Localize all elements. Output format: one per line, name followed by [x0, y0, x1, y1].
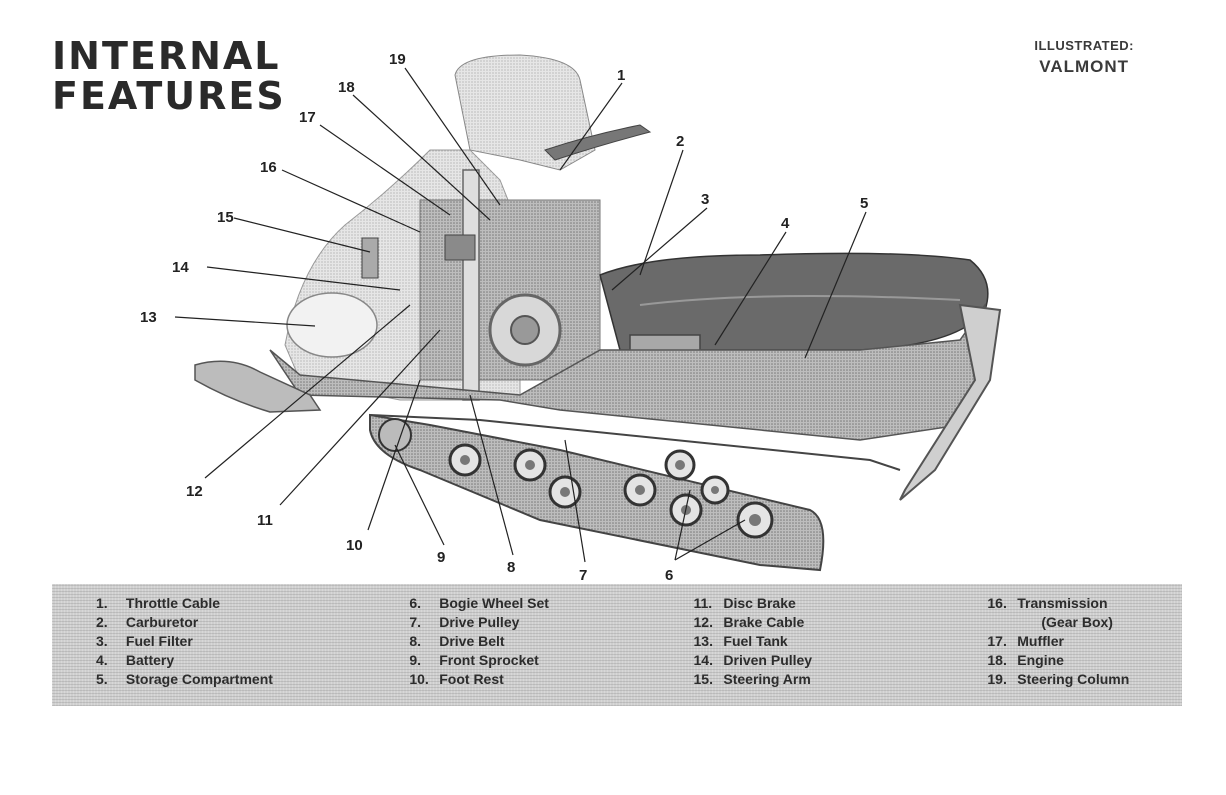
track [369, 413, 825, 572]
callout-5: 5 [860, 195, 868, 212]
legend-item: 2. Carburetor [96, 614, 199, 630]
callout-2: 2 [676, 133, 684, 150]
legend-item: 15. Steering Arm [693, 671, 811, 687]
fuel-tank [286, 292, 378, 358]
callout-18: 18 [338, 79, 355, 96]
callout-labels: 1 2 3 4 5 6 7 8 9 10 11 12 13 14 15 16 1… [140, 51, 868, 580]
legend-item: 13. Fuel Tank [693, 633, 788, 649]
legend-item: 12. Brake Cable [693, 614, 805, 630]
steering-arm-part [361, 237, 379, 279]
legend-item: 5. Storage Compartment [96, 671, 273, 687]
callout-19: 19 [389, 51, 406, 68]
rear-bumper [899, 303, 1002, 501]
legend-item: 17. Muffler [987, 633, 1064, 649]
callout-11: 11 [257, 512, 273, 529]
legend-item: 19. Steering Column [987, 671, 1130, 687]
muffler-part [444, 234, 476, 261]
front-ski [194, 360, 322, 413]
legend-column-3: 11. Disc Brake 12. Brake Cable 13. Fuel … [694, 594, 988, 706]
legend-item: (Gear Box) [1041, 614, 1113, 630]
illustrated-label: ILLUSTRATED: [1034, 38, 1134, 53]
callout-15: 15 [217, 209, 234, 226]
legend-item: 9. Front Sprocket [409, 652, 539, 668]
handlebar [544, 124, 652, 161]
steering-post [462, 169, 480, 401]
page-title: INTERNAL FEATURES [52, 36, 286, 116]
callout-8: 8 [507, 559, 515, 576]
track-rail [369, 414, 901, 471]
legend-item: 3. Fuel Filter [96, 633, 193, 649]
callout-4: 4 [781, 215, 790, 232]
snowmobile-diagram: 1 2 3 4 5 6 7 8 9 10 11 12 13 14 15 16 1… [140, 51, 1002, 580]
bogie-wheels [448, 443, 774, 539]
legend-item: 18. Engine [987, 652, 1064, 668]
callout-14: 14 [172, 259, 189, 276]
legend-item: 8. Drive Belt [409, 633, 505, 649]
leader-lines [174, 67, 867, 563]
legend-item: 16. Transmission [987, 595, 1108, 611]
callout-7: 7 [579, 567, 587, 580]
callout-10: 10 [346, 537, 363, 554]
model-name: VALMONT [1039, 57, 1130, 76]
windshield [454, 54, 596, 171]
title-line-2: FEATURES [52, 74, 286, 118]
callout-1: 1 [617, 67, 625, 84]
callout-12: 12 [186, 483, 203, 500]
legend-item: 1. Throttle Cable [96, 595, 221, 611]
legend-column-4: 16. Transmission (Gear Box) 17. Muffler … [987, 594, 1182, 706]
callout-13: 13 [140, 309, 157, 326]
callout-3: 3 [701, 191, 709, 208]
seat [599, 252, 989, 351]
illustrated-model: ILLUSTRATED: VALMONT [1034, 38, 1134, 77]
callout-6: 6 [665, 567, 673, 580]
legend-item: 10. Foot Rest [409, 671, 504, 687]
legend-column-2: 6. Bogie Wheel Set 7. Drive Pulley 8. Dr… [409, 594, 693, 706]
callout-9: 9 [437, 549, 445, 566]
parts-legend: 1. Throttle Cable 2. Carburetor 3. Fuel … [52, 584, 1182, 706]
title-line-1: INTERNAL [52, 34, 281, 78]
callout-17: 17 [299, 109, 316, 126]
callout-16: 16 [260, 159, 277, 176]
legend-item: 7. Drive Pulley [409, 614, 520, 630]
legend-item: 4. Battery [96, 652, 175, 668]
legend-item: 6. Bogie Wheel Set [409, 595, 549, 611]
legend-item: 14. Driven Pulley [693, 652, 813, 668]
legend-column-1: 1. Throttle Cable 2. Carburetor 3. Fuel … [96, 594, 409, 706]
legend-item: 11. Disc Brake [693, 595, 796, 611]
